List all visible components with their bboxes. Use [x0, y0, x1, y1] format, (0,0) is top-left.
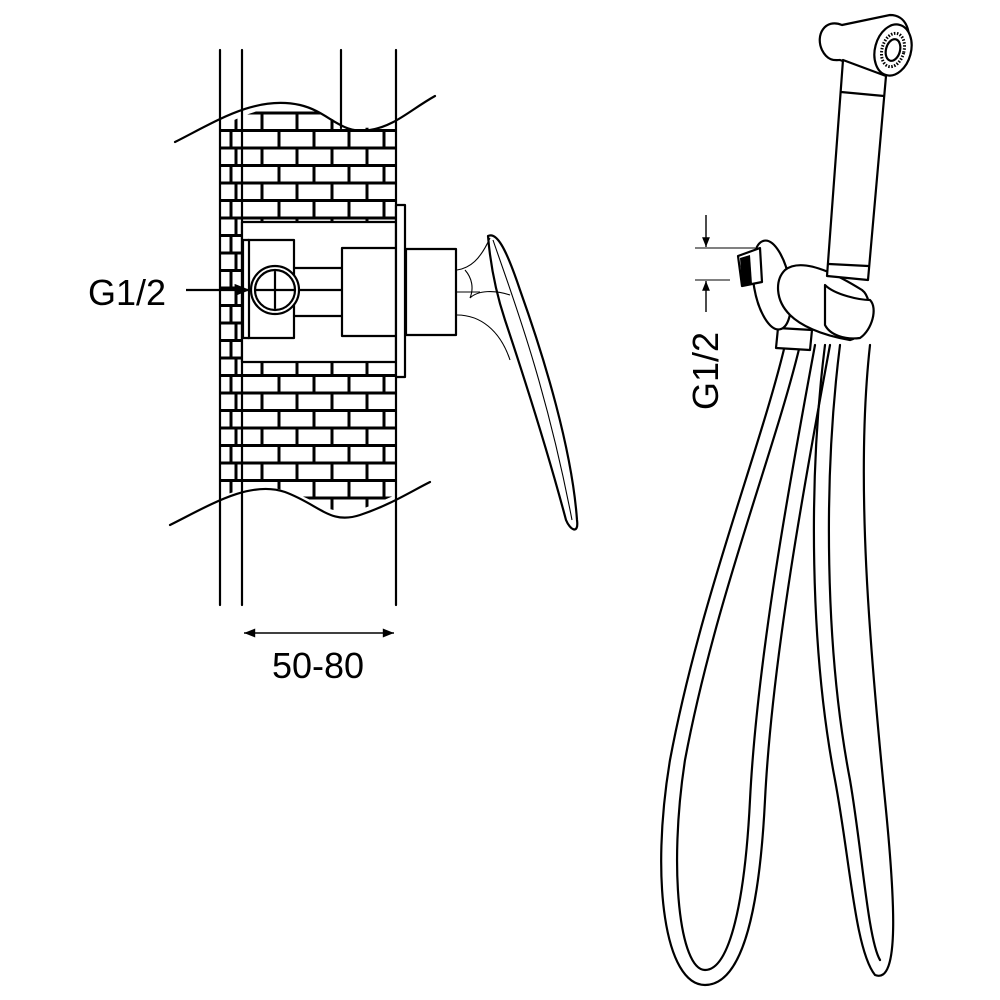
inlet-callout: G1/2 [88, 272, 250, 313]
cartridge [340, 246, 398, 338]
hose-nut [774, 326, 814, 352]
wall-thickness-dimension: 50-80 [244, 628, 394, 686]
wall-thickness-label: 50-80 [272, 645, 364, 686]
break-line-bottom [168, 480, 432, 527]
lever-handle [486, 234, 579, 531]
connection-dimension: G1/2 [685, 215, 755, 410]
concealed-mixer [240, 203, 579, 531]
inlet-size-label: G1/2 [88, 272, 166, 313]
break-line-top [173, 94, 437, 144]
hand-shower-set [660, 13, 913, 987]
connection-size-label: G1/2 [685, 332, 726, 410]
shower-holder [823, 283, 875, 340]
shower-hose [660, 343, 895, 987]
cover-plate [394, 203, 407, 379]
shower-handle [825, 58, 888, 282]
escutcheon [404, 247, 458, 337]
